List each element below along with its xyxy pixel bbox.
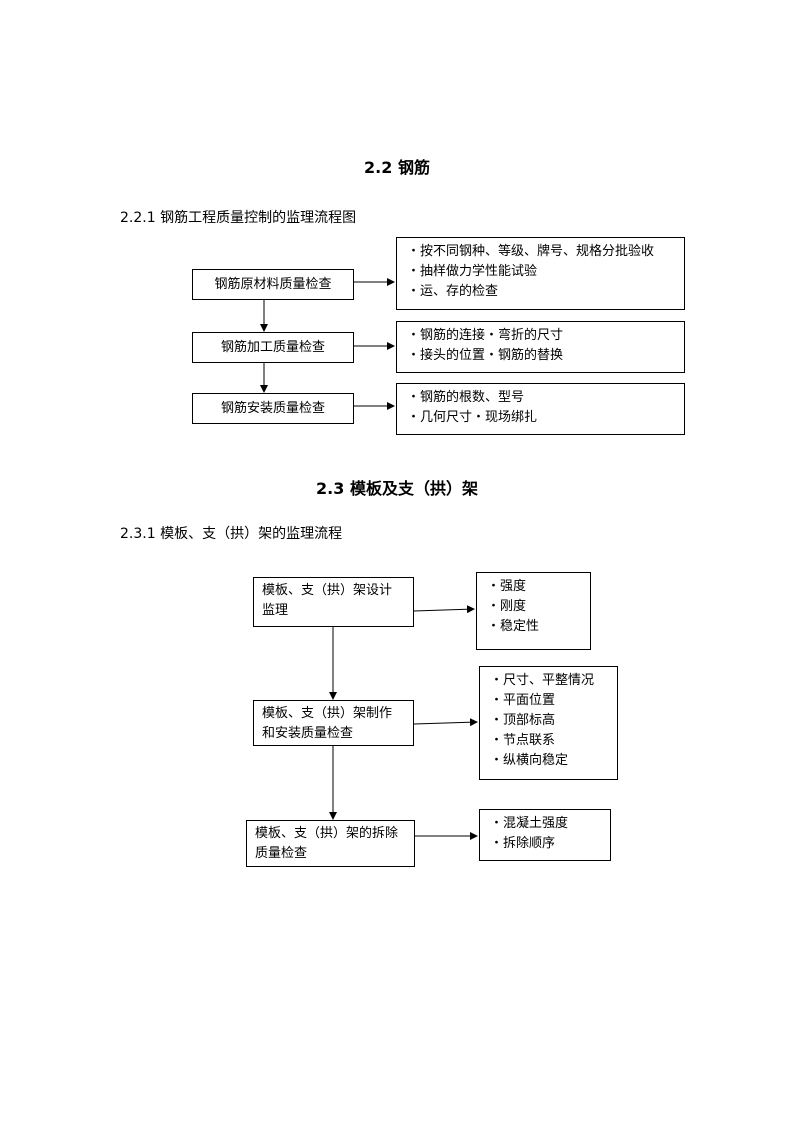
check-items-formwork-design: ・强度 ・刚度 ・稳定性 [476,572,591,650]
flow-step-rebar-raw-material: 钢筋原材料质量检查 [192,269,354,300]
check-item: ・按不同钢种、等级、牌号、规格分批验收 [407,244,655,259]
flow-step-label-line: 模板、支（拱）架设计 [262,583,393,598]
arrow-right-formwork-2 [413,718,478,727]
check-item: ・稳定性 [487,619,540,634]
check-items-rebar-processing: ・钢筋的连接・弯折的尺寸 ・接头的位置・钢筋的替换 [396,321,685,373]
check-item: ・钢筋的根数、型号 [407,390,525,405]
check-item: ・拆除顺序 [490,836,556,851]
check-item: ・平面位置 [490,693,556,708]
check-item: ・运、存的检查 [407,284,499,299]
flow-step-label: 钢筋安装质量检查 [220,400,325,416]
flow-step-rebar-installation: 钢筋安装质量检查 [192,393,354,424]
check-item: ・钢筋的连接・弯折的尺寸 [407,328,564,343]
section-2-3-title: 2.3 模板及支（拱）架 [316,479,478,498]
section-2-2-title: 2.2 钢筋 [364,158,430,177]
section-2-3-1-subtitle: 2.3.1 模板、支（拱）架的监理流程 [120,526,343,542]
flow-step-label: 钢筋原材料质量检查 [214,276,332,292]
flow-step-label-line: 模板、支（拱）架制作 [262,706,393,721]
check-item: ・节点联系 [490,733,556,748]
flow-step-formwork-fabrication: 模板、支（拱）架制作 和安装质量检查 [253,700,414,746]
check-item: ・强度 [487,579,527,594]
check-item: ・几何尺寸・现场绑扎 [407,410,538,425]
check-item: ・顶部标高 [490,713,556,728]
flow-step-label-line: 监理 [262,603,289,618]
check-items-formwork-removal: ・混凝土强度 ・拆除顺序 [479,809,611,861]
flow-step-label-line: 模板、支（拱）架的拆除 [255,826,399,841]
arrow-right-formwork-1 [413,605,475,614]
check-item: ・刚度 [487,599,527,614]
flow-step-formwork-design: 模板、支（拱）架设计 监理 [253,577,414,627]
check-items-formwork-fabrication: ・尺寸、平整情况 ・平面位置 ・顶部标高 ・节点联系 ・纵横向稳定 [479,666,618,780]
check-item: ・纵横向稳定 [490,753,569,768]
section-2-2-1-subtitle: 2.2.1 钢筋工程质量控制的监理流程图 [120,210,357,226]
flow-step-label-line: 质量检查 [255,846,308,861]
check-item: ・混凝土强度 [490,816,569,831]
flow-step-label-line: 和安装质量检查 [262,726,354,741]
flow-step-label: 钢筋加工质量检查 [220,339,325,355]
flow-step-formwork-removal: 模板、支（拱）架的拆除 质量检查 [246,820,415,867]
check-items-rebar-raw-material: ・按不同钢种、等级、牌号、规格分批验收 ・抽样做力学性能试验 ・运、存的检查 [396,237,685,310]
check-items-rebar-installation: ・钢筋的根数、型号 ・几何尺寸・现场绑扎 [396,383,685,435]
check-item: ・抽样做力学性能试验 [407,264,538,279]
check-item: ・尺寸、平整情况 [490,673,595,688]
check-item: ・接头的位置・钢筋的替换 [407,348,564,363]
flow-step-rebar-processing: 钢筋加工质量检查 [192,332,354,363]
